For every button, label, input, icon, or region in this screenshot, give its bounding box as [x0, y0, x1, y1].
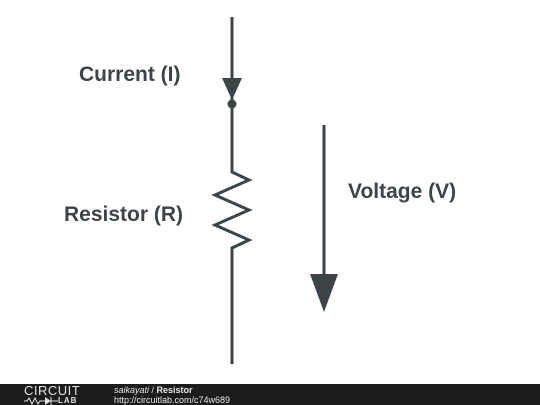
footer-bar: CIRCUIT LAB saikayati / Resistor http://… [0, 384, 540, 405]
footer-info: saikayati / Resistor http://circuitlab.c… [114, 385, 230, 405]
current-label: Current (I) [79, 63, 181, 86]
footer-url[interactable]: http://circuitlab.com/c74w689 [114, 395, 231, 405]
resistor-symbol [211, 167, 253, 253]
resistor-diode-icon [24, 396, 58, 405]
circuitlab-logo[interactable]: CIRCUIT LAB [24, 384, 96, 405]
title-separator: / [149, 385, 157, 395]
current-arrow-head [222, 78, 242, 100]
circuit-diagram [211, 17, 338, 364]
circuit-title: Resistor [156, 385, 193, 395]
logo-text-top: CIRCUIT [24, 383, 81, 398]
logo-text-bottom: LAB [58, 396, 78, 405]
author-link[interactable]: saikayati [114, 385, 150, 395]
footer-title-line: saikayati / Resistor [114, 385, 230, 395]
voltage-label: Voltage (V) [348, 180, 457, 203]
voltage-arrow-head [310, 274, 338, 312]
resistor-label: Resistor (R) [64, 203, 184, 226]
